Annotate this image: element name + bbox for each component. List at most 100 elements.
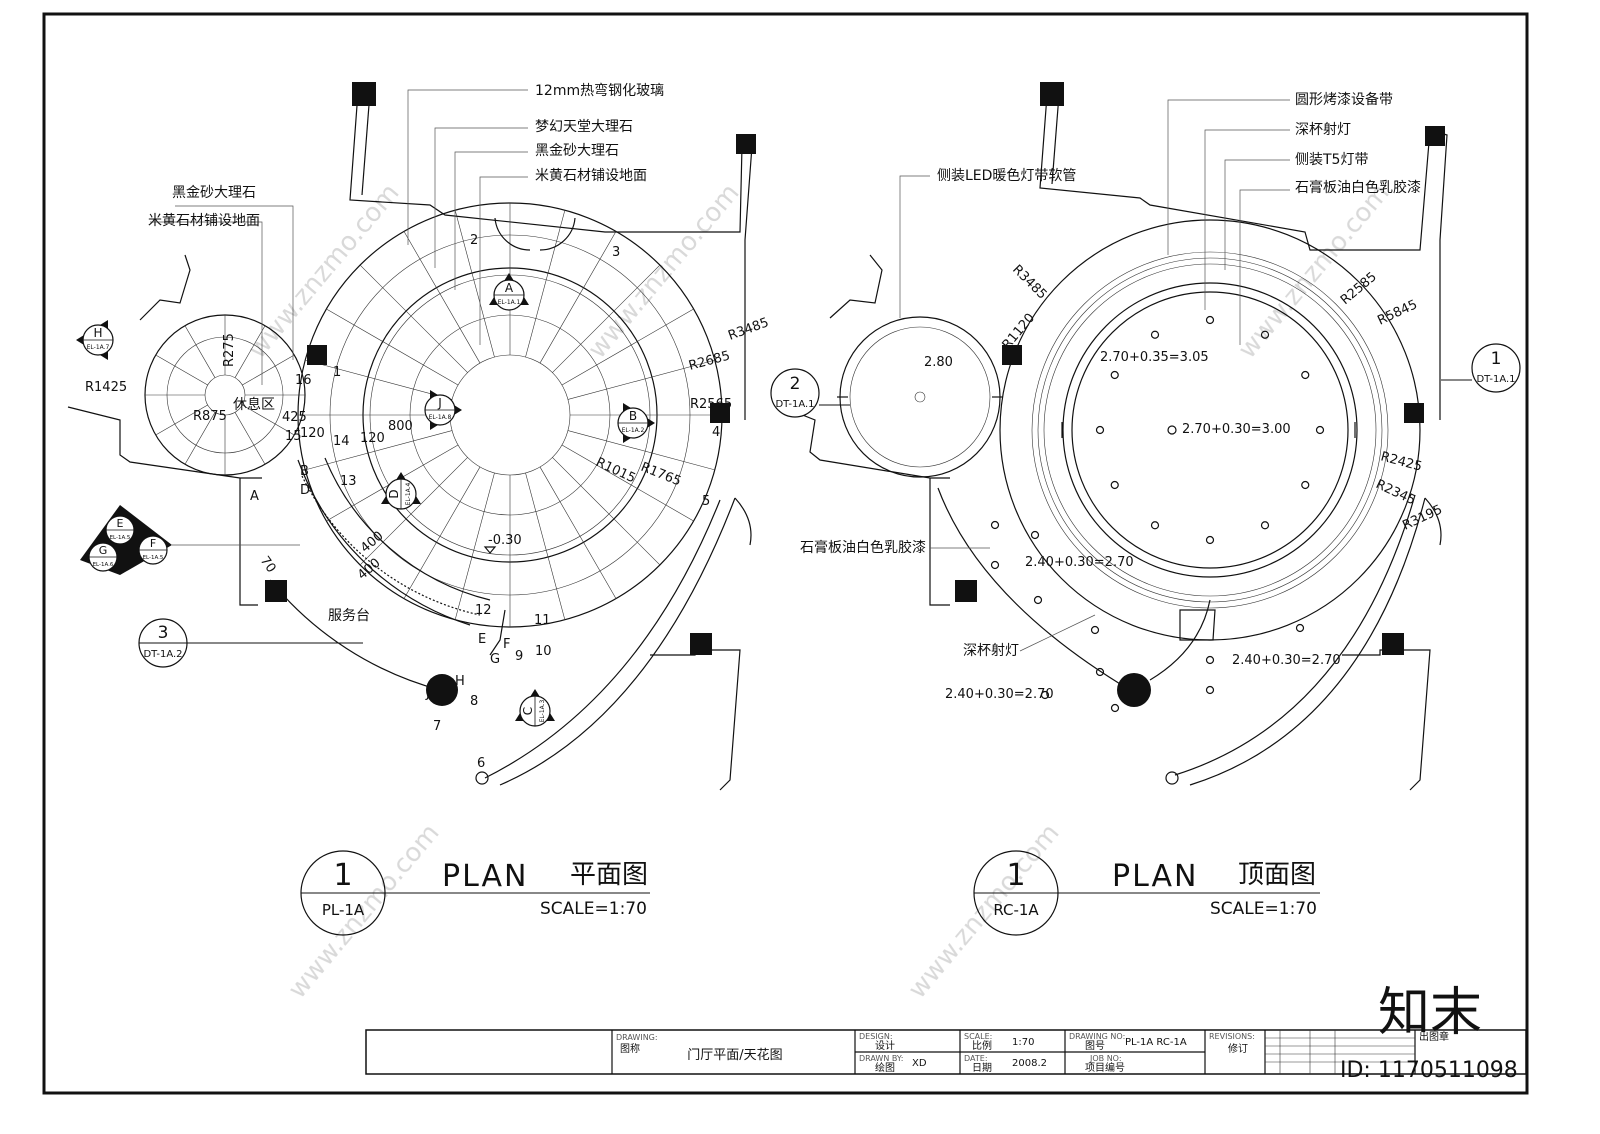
tb-date-value: 2008.2 bbox=[1012, 1058, 1047, 1069]
spoke-line bbox=[567, 430, 715, 471]
counter-label: 服务台 bbox=[328, 608, 370, 624]
dim: R1765 bbox=[639, 460, 684, 490]
col-mark bbox=[307, 345, 327, 365]
marker-ref: EL-1A.4 bbox=[405, 482, 412, 505]
room-label: 休息区 bbox=[233, 396, 275, 413]
marker-ref: DT-1A.1 bbox=[1476, 374, 1515, 385]
note-black-marble: 黑金砂大理石 bbox=[535, 143, 619, 159]
col-mark bbox=[1040, 82, 1064, 106]
leader bbox=[899, 175, 930, 318]
spoke-line bbox=[326, 308, 459, 386]
spotlight bbox=[1260, 521, 1270, 530]
note-floor: 米黄石材铺设地面 bbox=[535, 167, 647, 184]
height: 2.80 bbox=[924, 355, 953, 370]
dim: 400 bbox=[358, 529, 387, 556]
spoke-line bbox=[155, 404, 208, 436]
tb-drawn-cn: 绘图 bbox=[875, 1061, 895, 1074]
spotlight bbox=[1090, 625, 1100, 635]
letter: G bbox=[490, 652, 500, 667]
wall-end bbox=[1165, 771, 1179, 785]
marker-ref: EL-1A.2 bbox=[622, 427, 645, 434]
spotlight bbox=[1110, 370, 1119, 380]
entrance-wall-2 bbox=[1189, 497, 1426, 786]
leader bbox=[454, 151, 528, 290]
point: 5 bbox=[702, 494, 710, 509]
rest-spokes bbox=[145, 315, 305, 475]
spotlight bbox=[1301, 480, 1310, 490]
col-mark bbox=[1002, 345, 1022, 365]
north-wall bbox=[349, 91, 743, 233]
dim: R875 bbox=[193, 409, 227, 424]
section-marker-2: 2 DT-1A.1 bbox=[770, 368, 850, 418]
dim: R275 bbox=[222, 333, 237, 367]
floor-plan: 12mm热弯钢化玻璃 梦幻天堂大理石 黑金砂大理石 米黄石材铺设地面 黑金砂大理… bbox=[67, 82, 771, 936]
watermark-brand: 知末 bbox=[1378, 983, 1482, 1043]
leader bbox=[150, 221, 263, 385]
col-mark bbox=[955, 580, 977, 602]
floor-spokes bbox=[298, 203, 722, 627]
point: 11 bbox=[534, 613, 551, 628]
ceiling-caption: 1 RC-1A PLAN 顶面图 SCALE=1:70 bbox=[973, 850, 1320, 936]
dim: R2425 bbox=[1379, 449, 1424, 474]
leader bbox=[1224, 159, 1290, 270]
height: 2.40+0.30=2.70 bbox=[1025, 555, 1134, 570]
spoke-line bbox=[403, 231, 481, 364]
spotlight bbox=[1033, 595, 1043, 605]
point: 16 bbox=[295, 373, 312, 388]
point: 14 bbox=[333, 434, 350, 449]
point: 2 bbox=[470, 233, 478, 248]
dim: 120 bbox=[360, 431, 385, 446]
point: 3 bbox=[612, 245, 620, 260]
leader bbox=[1204, 129, 1290, 310]
section-marker-1: 1 DT-1A.1 bbox=[1441, 343, 1521, 393]
sw-wall bbox=[929, 478, 950, 606]
note: 侧装T5灯带 bbox=[1295, 152, 1368, 168]
west-wall bbox=[67, 406, 262, 479]
tb-revisions-en: REVISIONS: bbox=[1209, 1032, 1255, 1041]
counter-wall bbox=[937, 487, 1131, 691]
marker-ref: DT-1A.2 bbox=[143, 649, 182, 660]
col-mark bbox=[1425, 126, 1445, 146]
dim: 800 bbox=[388, 419, 413, 434]
letter: D bbox=[300, 483, 310, 498]
dim: R2345 bbox=[1373, 477, 1418, 508]
caption-word: PLAN bbox=[1112, 859, 1198, 894]
north-wall-inner bbox=[361, 91, 371, 196]
tb-design-en: DESIGN: bbox=[859, 1032, 893, 1041]
spoke-line bbox=[359, 457, 468, 566]
spoke-line bbox=[525, 472, 566, 620]
note: 圆形烤漆设备带 bbox=[1295, 91, 1393, 108]
marker-letter: G bbox=[99, 544, 108, 557]
point: 8 bbox=[470, 694, 478, 709]
elevation-cluster: E EL-1A.5 F EL-1A.5 G EL-1A.6 bbox=[80, 505, 300, 575]
elevation-marker-a: A EL-1A.1 bbox=[489, 273, 529, 311]
ceiling-ring bbox=[1031, 251, 1389, 609]
spoke-line bbox=[242, 354, 295, 386]
spotlight bbox=[1295, 623, 1305, 633]
caption-ref: PL-1A bbox=[322, 901, 365, 919]
spoke-line bbox=[359, 264, 468, 373]
dim: R3485 bbox=[1009, 262, 1049, 302]
col-mark bbox=[736, 134, 756, 154]
tb-date-cn: 日期 bbox=[972, 1062, 992, 1074]
tb-scale-cn: 比例 bbox=[972, 1039, 992, 1052]
leader bbox=[1167, 99, 1290, 255]
counter-inner bbox=[324, 457, 491, 601]
spotlight bbox=[1110, 703, 1120, 713]
col-mark bbox=[265, 580, 287, 602]
point: 4 bbox=[712, 425, 720, 440]
spotlight bbox=[1040, 690, 1050, 700]
dim: 425 bbox=[282, 410, 307, 425]
spoke-line bbox=[561, 308, 694, 386]
marker-letter: E bbox=[117, 517, 124, 530]
spotlight bbox=[1260, 330, 1270, 339]
sheet-frame bbox=[42, 12, 1529, 1095]
spotlight bbox=[1095, 667, 1105, 677]
east-wall bbox=[1429, 129, 1448, 420]
point: 13 bbox=[340, 474, 357, 489]
door-swing bbox=[734, 497, 752, 546]
led-circle-outer bbox=[839, 316, 1001, 478]
tb-scale-value: 1:70 bbox=[1012, 1037, 1034, 1048]
marker-num: 3 bbox=[158, 623, 169, 643]
